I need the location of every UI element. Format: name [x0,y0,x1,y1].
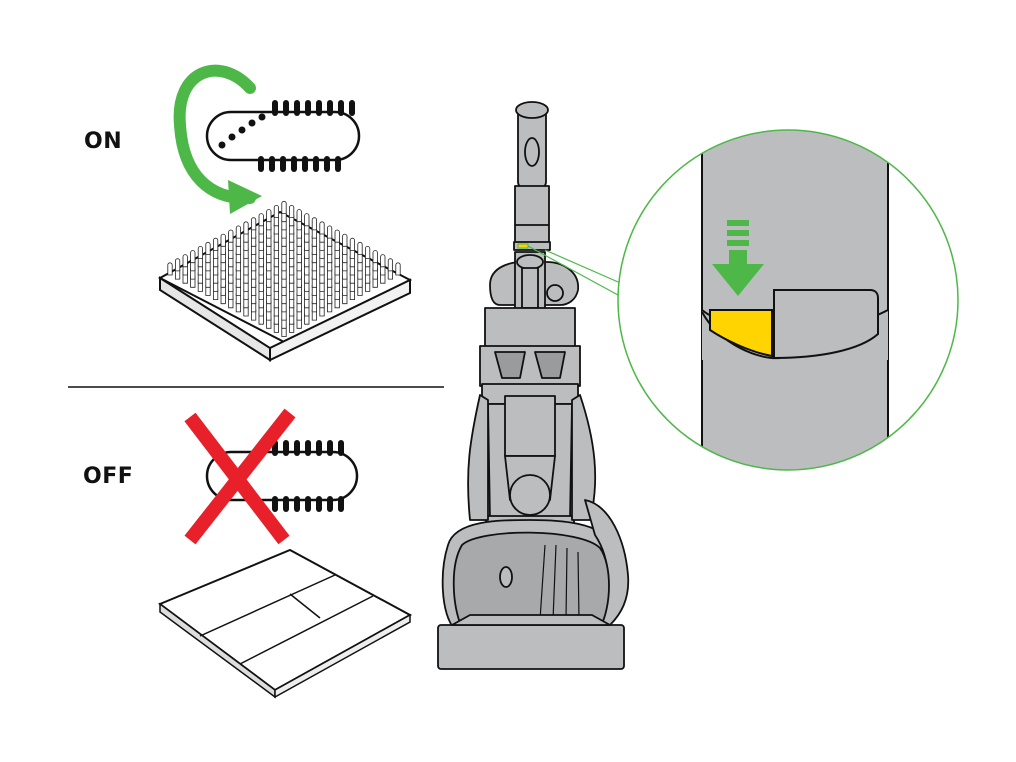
carpet-tuft [334,229,340,243]
bristle [305,440,311,456]
bristle [294,100,300,116]
rotation-arrowhead-icon [228,180,262,214]
brush-bar-on [173,64,361,214]
carpet-tuft [387,258,393,272]
bristle [338,496,344,512]
bristle [272,496,278,512]
bristle [258,156,264,172]
bristle [283,440,289,456]
bristle [327,440,333,456]
carpet-tuft [319,221,325,235]
carpet-tuft [281,200,287,214]
hard-floor-illustration [157,548,413,699]
carpet-tuft [349,237,355,251]
carpet-tuft [175,258,181,272]
callout-lines [527,245,626,296]
bristle [313,156,319,172]
bristle [338,100,344,116]
gray-button-icon [773,289,879,360]
carpet-tuft [327,225,333,239]
carpet-tuft [228,229,234,243]
carpet-tuft [304,213,310,227]
carpet-tuft [365,246,371,259]
bristle [294,496,300,512]
carpet-tuft [395,262,401,276]
switch-location-marker [517,243,529,249]
red-x-icon [184,408,296,545]
bristle [349,100,355,116]
bristle [324,156,330,172]
carpet-tuft [243,221,249,235]
bristle [305,496,311,512]
carpet-tuft [213,237,219,251]
carpet-tuft [258,213,264,227]
carpet-tuft [197,246,203,259]
bristle [327,100,333,116]
carpet-tuft [311,217,317,231]
bristle [291,156,297,172]
bristle [327,496,333,512]
bristle [269,156,275,172]
down-arrow-icon [712,220,764,296]
rotation-arrow-icon [173,64,256,205]
carpet-tuft [342,233,348,247]
bristle [316,100,322,116]
carpet-tuft [266,209,272,223]
zoom-detail [617,129,959,471]
off-label: OFF [83,464,134,489]
carpet-tuft [182,254,188,268]
bristle [338,440,344,456]
vacuum-cleaner [437,101,630,670]
carpet-tuft [235,225,241,239]
bristle [283,496,289,512]
carpet-tuft [190,250,196,264]
yellow-switch-icon [709,309,773,358]
bristle [280,156,286,172]
carpet-tuft [251,217,257,231]
carpet-tuft [273,205,279,218]
bristle [316,440,322,456]
carpet-tuft [357,241,363,255]
carpet-tuft [167,262,173,276]
bristle [302,156,308,172]
on-label: ON [84,129,123,154]
bristle [316,496,322,512]
bristle [335,156,341,172]
carpet-tuft [205,241,211,255]
bristle [272,100,278,116]
bristle [283,100,289,116]
carpet-tuft [372,250,378,264]
carpet-illustration [157,200,413,362]
bristle [294,440,300,456]
carpet-tuft [289,205,295,218]
carpet-tuft [220,233,226,247]
bristle [305,100,311,116]
carpet-tuft [296,209,302,223]
carpet-tuft [380,254,386,268]
